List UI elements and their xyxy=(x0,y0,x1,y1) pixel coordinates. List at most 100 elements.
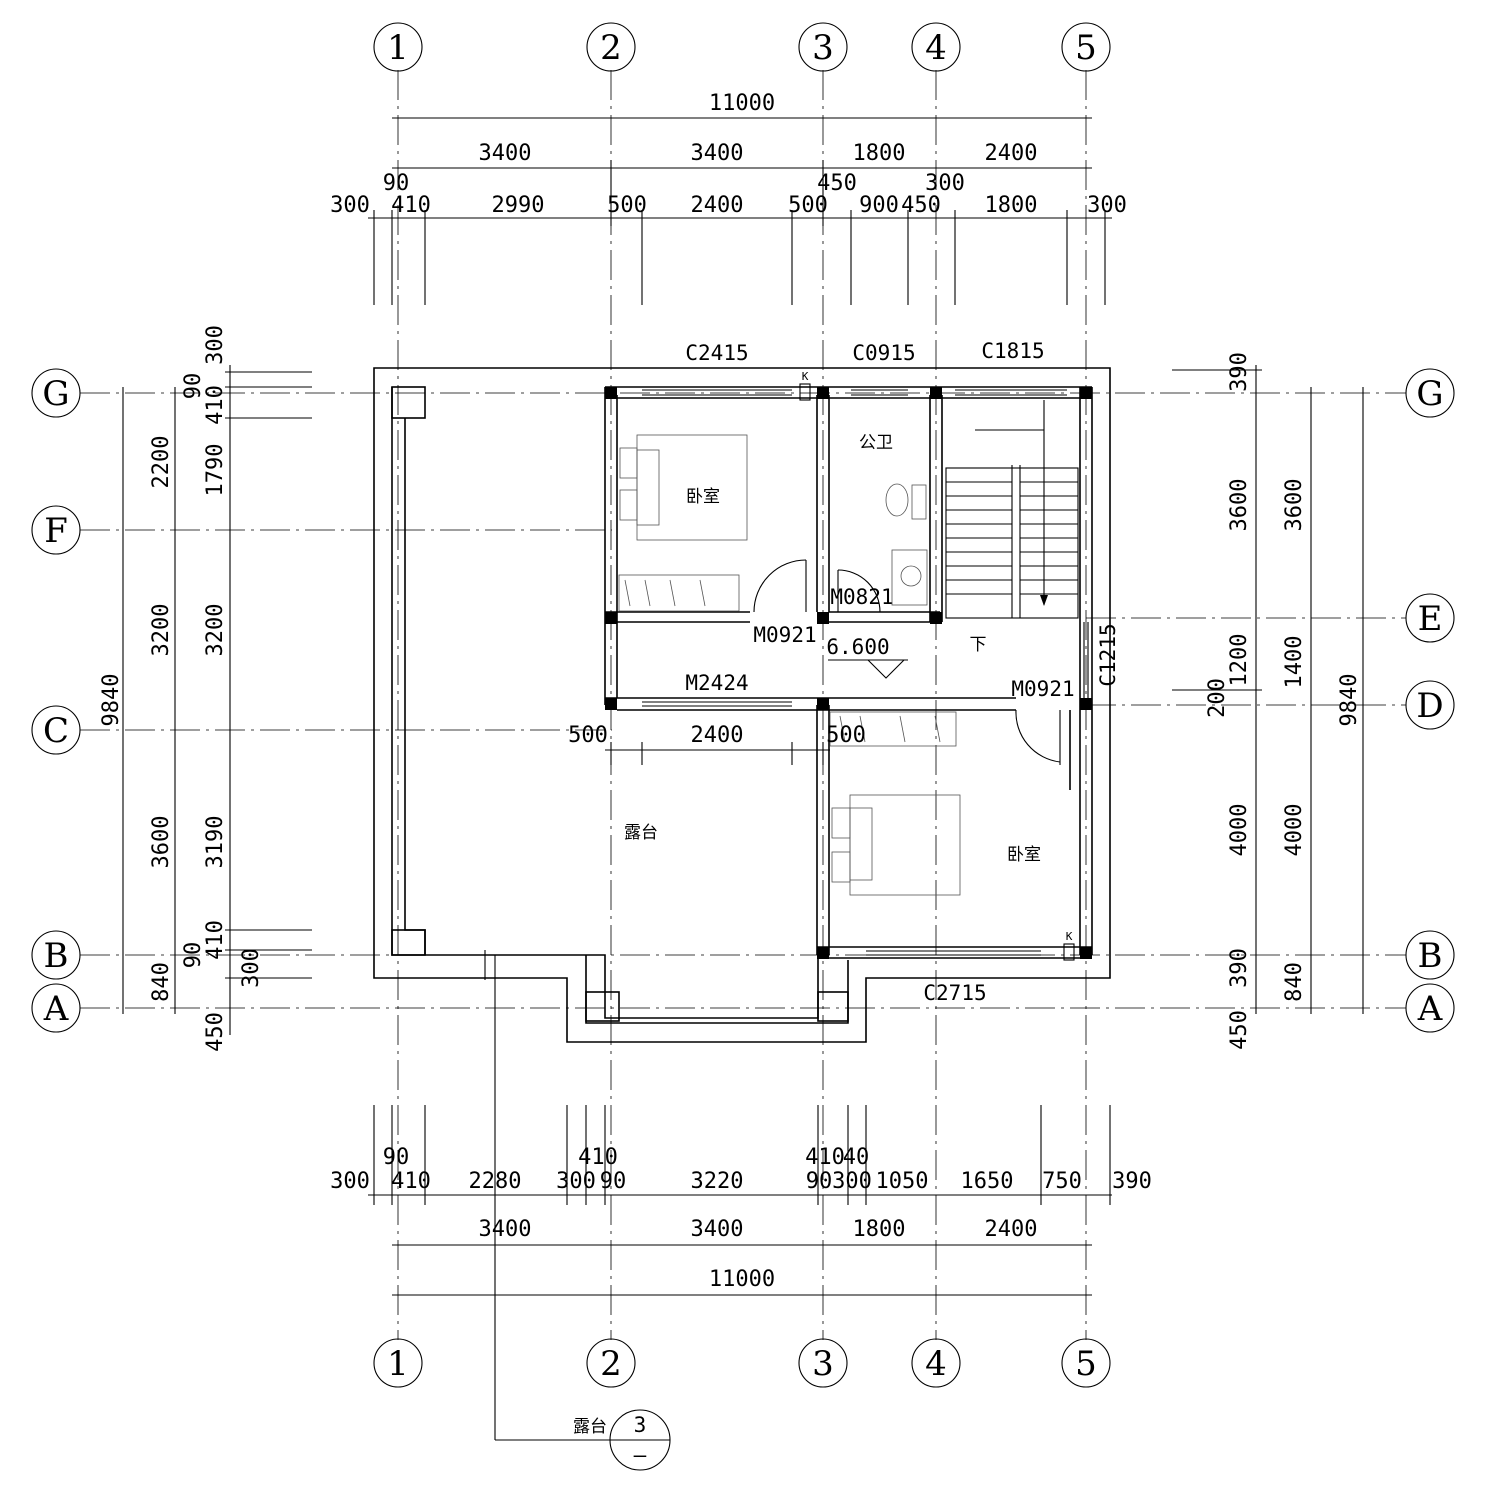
axis-bubble-G-left: G xyxy=(31,368,81,418)
svg-text:300: 300 xyxy=(925,171,965,196)
room-labels: 卧室 公卫 露台 卧室 xyxy=(624,433,1041,865)
doors: M0921 M0821 M2424 M0921 xyxy=(642,559,1075,765)
svg-text:4000: 4000 xyxy=(1227,804,1252,857)
windows: C2415 C0915 C1815 C1215 C2715 K K xyxy=(642,339,1120,1005)
svg-text:300: 300 xyxy=(239,948,264,988)
svg-text:450: 450 xyxy=(203,1012,228,1052)
right-dimensions: 390 3600 1200 200 4000 390 450 3600 1400… xyxy=(1172,352,1364,1050)
svg-text:3400: 3400 xyxy=(691,1217,744,1242)
svg-text:90: 90 xyxy=(806,1169,833,1194)
room-label-toilet: 公卫 xyxy=(859,433,893,453)
svg-text:6.600: 6.600 xyxy=(826,635,889,659)
svg-text:A: A xyxy=(1417,989,1443,1029)
svg-text:300: 300 xyxy=(832,1169,872,1194)
svg-text:900: 900 xyxy=(859,193,899,218)
svg-text:5: 5 xyxy=(1075,28,1097,68)
window-c0915: C0915 xyxy=(851,341,916,396)
axis-bubble-F-left: F xyxy=(31,505,81,555)
axis-bubble-D-right: D xyxy=(1405,680,1455,730)
axis-bubbles-left: G F C B A xyxy=(31,368,81,1033)
section-callout: 露台 3 — xyxy=(484,950,671,1471)
svg-text:E: E xyxy=(1418,599,1443,639)
axis-bubble-A-right: A xyxy=(1405,983,1455,1033)
svg-text:750: 750 xyxy=(1042,1169,1082,1194)
svg-text:下: 下 xyxy=(970,635,987,655)
left-dimensions: 9840 2200 3200 3600 840 300 90 410 1790 … xyxy=(99,325,312,1052)
svg-text:3220: 3220 xyxy=(691,1169,744,1194)
svg-text:C2715: C2715 xyxy=(923,981,986,1005)
axis-bubbles-bottom: 1 2 3 4 5 xyxy=(373,1338,1111,1388)
room-label-bedroom-1: 卧室 xyxy=(686,487,720,507)
axis-bubble-2-bottom: 2 xyxy=(586,1338,636,1388)
bed-icon-2 xyxy=(831,794,961,896)
svg-text:3400: 3400 xyxy=(479,141,532,166)
svg-text:9840: 9840 xyxy=(99,674,124,727)
svg-text:B: B xyxy=(1418,936,1443,976)
svg-text:390: 390 xyxy=(1227,948,1252,988)
svg-text:3: 3 xyxy=(812,1344,834,1384)
room-label-bedroom-2: 卧室 xyxy=(1007,845,1041,865)
building-outline xyxy=(373,367,1111,1043)
svg-text:4: 4 xyxy=(925,28,947,68)
svg-text:410: 410 xyxy=(391,1169,431,1194)
svg-text:B: B xyxy=(44,936,69,976)
svg-text:840: 840 xyxy=(149,962,174,1002)
svg-text:C1815: C1815 xyxy=(981,339,1044,363)
staircase: 下 xyxy=(945,400,1079,655)
svg-text:2990: 2990 xyxy=(492,193,545,218)
door-m2424-sliding: M2424 xyxy=(642,671,792,707)
svg-text:390: 390 xyxy=(1227,352,1252,392)
svg-text:1650: 1650 xyxy=(961,1169,1014,1194)
toilet-icon xyxy=(885,483,927,520)
svg-text:C2415: C2415 xyxy=(685,341,748,365)
svg-text:3600: 3600 xyxy=(149,816,174,869)
window-marker-k-top: K xyxy=(799,370,811,401)
svg-text:390: 390 xyxy=(1112,1169,1152,1194)
axis-bubbles-top: 1 2 3 4 5 xyxy=(373,22,1111,72)
axis-bubble-3-bottom: 3 xyxy=(798,1338,848,1388)
svg-text:M0921: M0921 xyxy=(1011,677,1074,701)
svg-text:90: 90 xyxy=(383,1145,410,1170)
svg-text:1800: 1800 xyxy=(985,193,1038,218)
window-c1815: C1815 xyxy=(955,339,1067,396)
svg-text:300: 300 xyxy=(556,1169,596,1194)
svg-text:4: 4 xyxy=(925,1344,947,1384)
svg-text:1400: 1400 xyxy=(1282,636,1307,689)
axis-bubble-4-bottom: 4 xyxy=(911,1338,961,1388)
svg-text:11000: 11000 xyxy=(709,91,775,116)
elevation-marker: 6.600 xyxy=(826,635,908,679)
axis-bubble-5-bottom: 5 xyxy=(1061,1338,1111,1388)
svg-text:500: 500 xyxy=(788,193,828,218)
axis-bubble-5-top: 5 xyxy=(1061,22,1111,72)
svg-text:—: — xyxy=(634,1443,647,1467)
svg-text:露台: 露台 xyxy=(573,1417,607,1437)
svg-text:2400: 2400 xyxy=(691,723,744,748)
svg-text:450: 450 xyxy=(901,193,941,218)
bed-icon-1 xyxy=(619,434,748,541)
top-dimensions: 11000 3400 3400 1800 2400 300 90 410 299… xyxy=(330,91,1127,305)
svg-text:3400: 3400 xyxy=(691,141,744,166)
svg-text:K: K xyxy=(1066,930,1073,943)
svg-text:300: 300 xyxy=(203,325,228,365)
washbasin-icon xyxy=(891,549,928,606)
svg-text:840: 840 xyxy=(1282,962,1307,1002)
svg-text:3600: 3600 xyxy=(1282,479,1307,532)
wardrobe-icon-2 xyxy=(829,711,957,747)
axis-bubble-C-left: C xyxy=(31,705,81,755)
svg-text:M0821: M0821 xyxy=(830,585,893,609)
svg-text:500: 500 xyxy=(568,723,608,748)
svg-text:300: 300 xyxy=(330,193,370,218)
svg-text:D: D xyxy=(1416,686,1443,726)
axis-bubble-B-right: B xyxy=(1405,930,1455,980)
svg-text:C1215: C1215 xyxy=(1096,623,1120,686)
svg-text:410: 410 xyxy=(805,1145,845,1170)
svg-text:1800: 1800 xyxy=(853,141,906,166)
svg-text:300: 300 xyxy=(1087,193,1127,218)
svg-text:500: 500 xyxy=(826,723,866,748)
svg-text:2: 2 xyxy=(600,28,622,68)
svg-text:3190: 3190 xyxy=(203,816,228,869)
svg-text:1200: 1200 xyxy=(1227,634,1252,687)
svg-text:G: G xyxy=(42,374,69,414)
svg-text:1: 1 xyxy=(387,1344,409,1384)
